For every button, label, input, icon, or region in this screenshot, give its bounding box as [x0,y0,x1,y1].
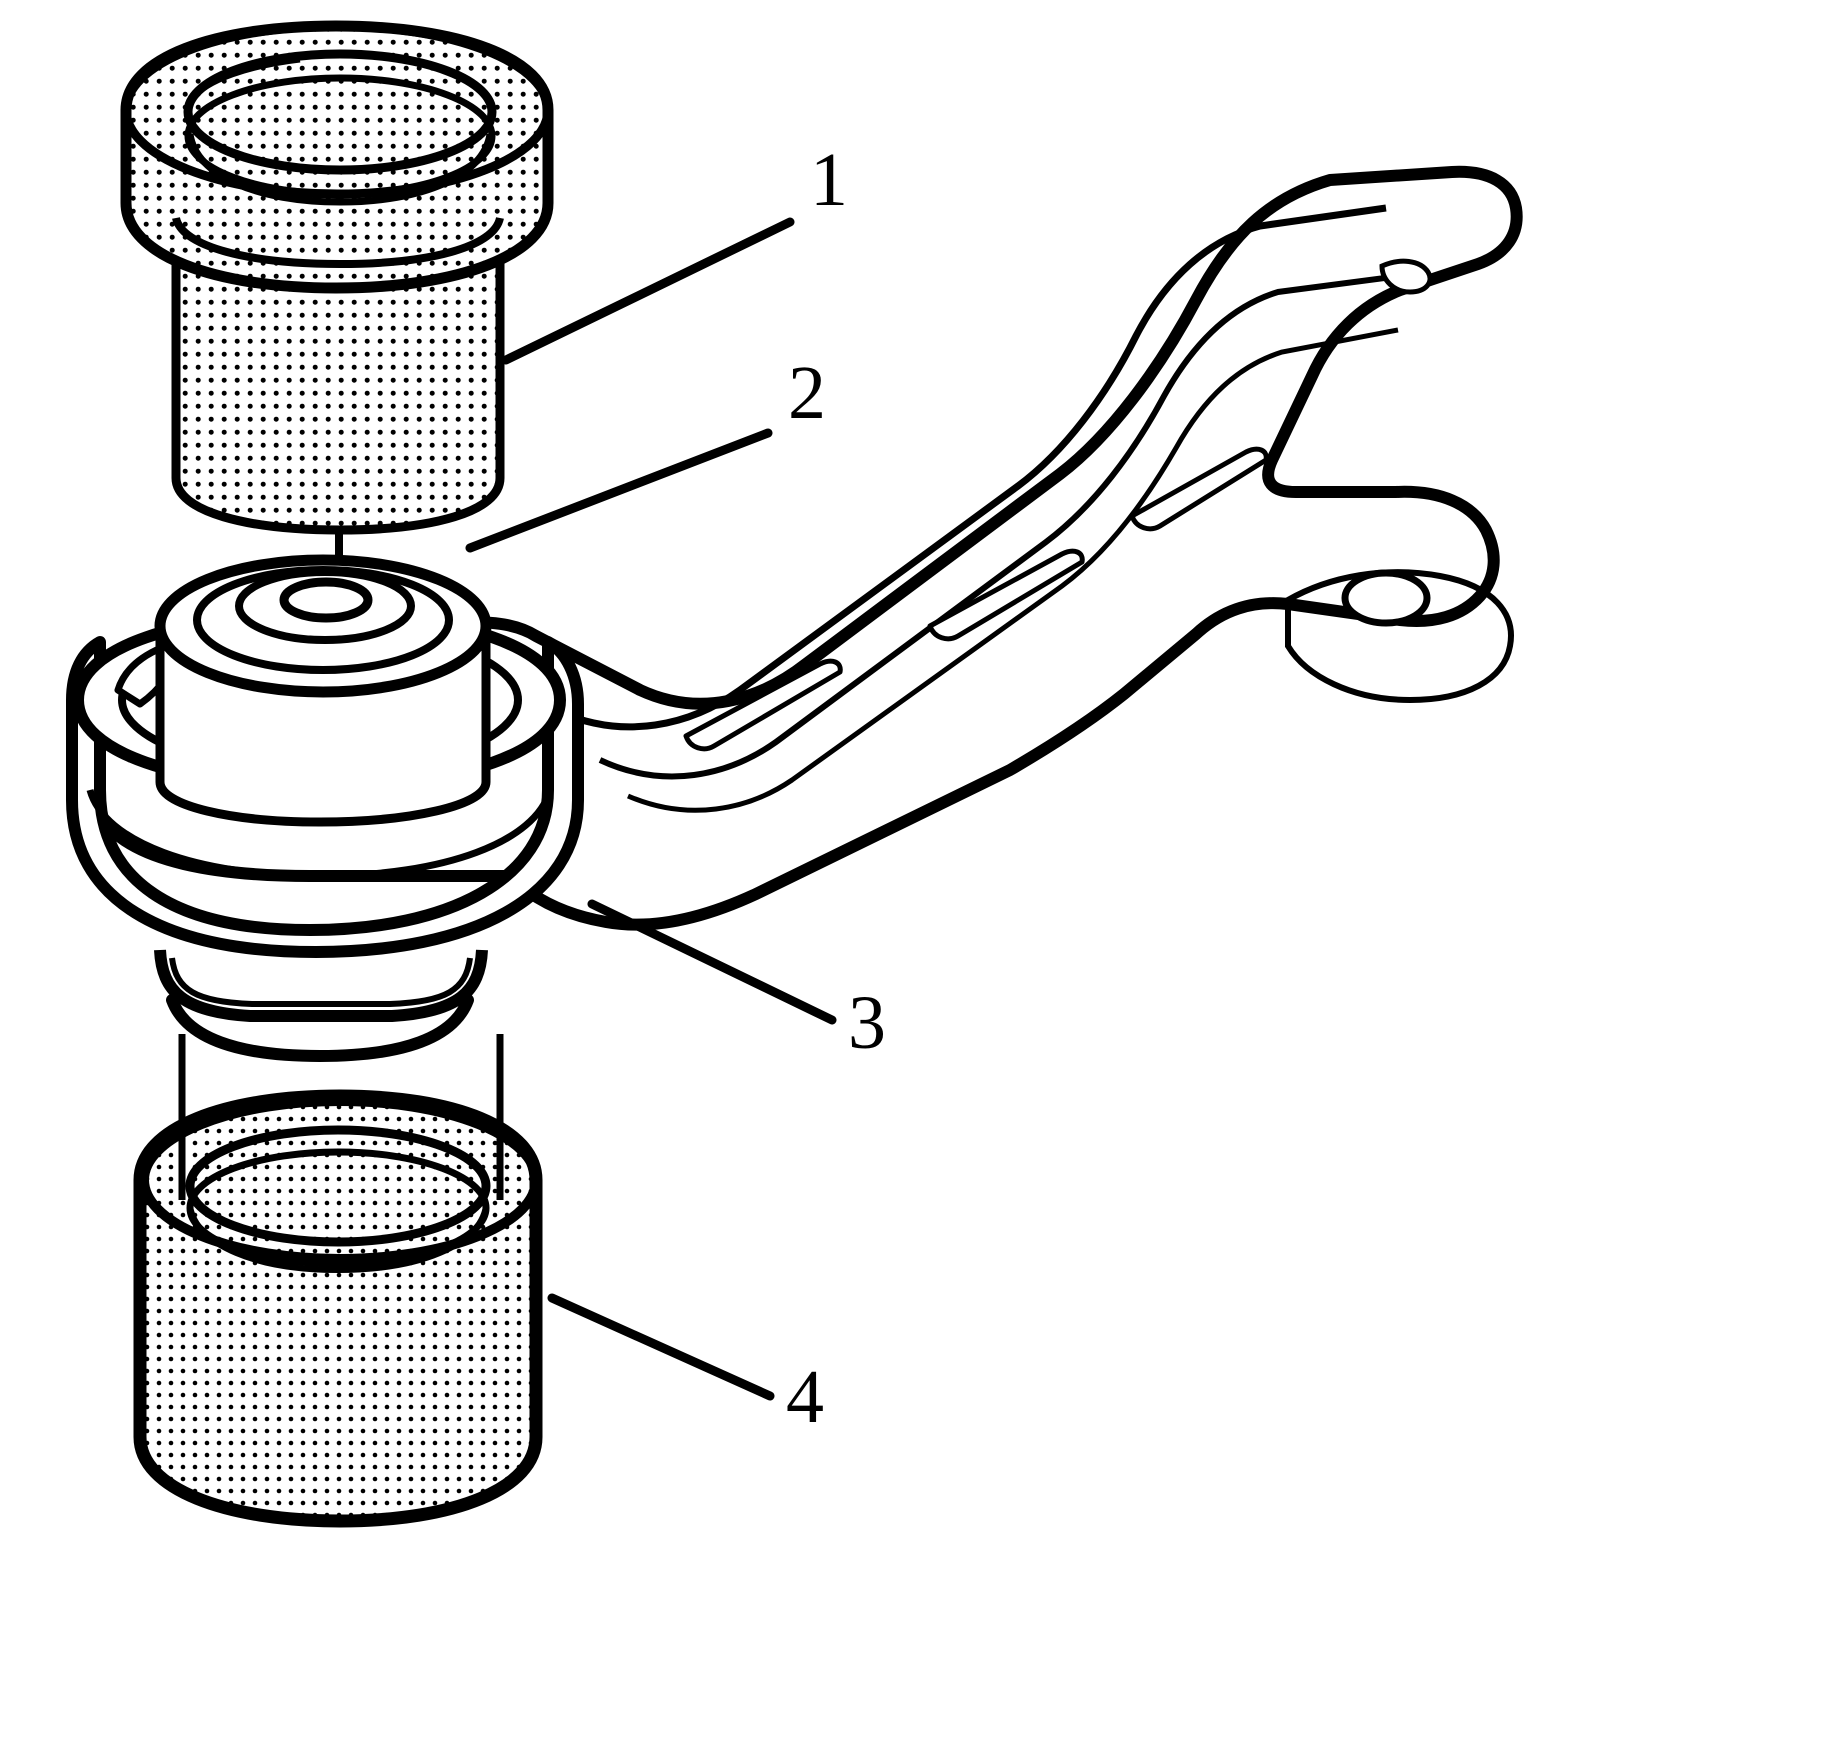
arm-rib-slot-3 [1129,446,1269,532]
driver-flange [120,20,554,294]
receiver-rim-highlight [193,1129,297,1174]
callout-3-label: 3 [848,981,886,1065]
callout-2-label: 2 [788,351,826,435]
callout-2-leader [465,428,773,553]
driver-shoulder-line [172,216,504,269]
eye-lower-neck-inner [169,957,473,1007]
eye-bottom-rim [166,994,474,1063]
callout-2: 2 [465,351,826,553]
receiver-bore-mouth [185,1125,491,1247]
callout-1: 1 [501,138,848,365]
callout-4-label: 4 [786,1355,824,1439]
receiver-bore-floor [187,1205,489,1274]
installer-driver-tool [120,20,554,640]
receiver-cup-tool [133,1089,543,1528]
eye-lower-neck [154,949,488,1022]
callout-3: 3 [587,899,886,1065]
arm-channel-line-b [627,327,1399,813]
eye-mid-band [86,788,554,880]
arm-rib-slot-1 [683,658,843,752]
receiver-outline [133,1089,543,1528]
arm-channel-line-a [598,273,1401,780]
bracket-bolt-hole [1341,569,1431,627]
bushing [154,554,492,827]
arm-rib-slot-2 [927,548,1085,642]
callout-1-leader [501,217,795,365]
arm-stamped-ribs [683,446,1269,752]
arm-upper-inner-contour [558,204,1387,731]
callout-4: 4 [547,1293,824,1439]
callout-3-leader [587,899,837,1025]
eye-outer-body [66,636,584,958]
arm-bracket-boss [1285,569,1514,704]
receiver-top-rim [139,1096,541,1264]
bushing-inner-sleeve [279,577,373,623]
alignment-guides [178,1034,504,1200]
callout-1-label: 1 [810,138,848,222]
arm-shoulder-notch [1379,258,1433,295]
callout-4-leader [547,1293,775,1401]
